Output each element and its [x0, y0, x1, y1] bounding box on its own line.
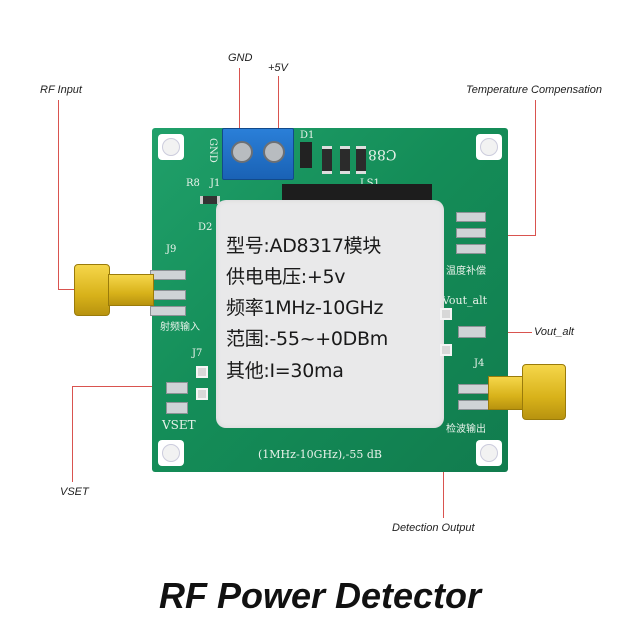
spec-other: 其他:I=30ma [226, 360, 344, 382]
silk-j1: J1 [210, 178, 221, 189]
temp-comp-pad [456, 212, 486, 222]
header-pin [150, 290, 186, 300]
page-title: RF Power Detector [158, 575, 482, 616]
temp-comp-pad [456, 228, 486, 238]
silk-ls1: LS1 [360, 178, 380, 189]
vset-pad [166, 402, 188, 414]
silk-j7: J7 [192, 348, 203, 359]
header-pin [150, 270, 186, 280]
silk-gnd: GND [207, 138, 218, 163]
silk-temp-cn: 温度补偿 [446, 266, 486, 277]
vout-alt-pad [458, 326, 486, 338]
silk-vout-alt: Vout_alt [442, 294, 488, 307]
leader-rf-input [58, 100, 59, 290]
leader-vset-h [72, 386, 168, 387]
vout-alt-pad [440, 308, 452, 320]
screw-icon [231, 141, 253, 163]
callout-detection-output: Detection Output [392, 522, 475, 534]
leader-gnd [239, 68, 240, 152]
leader-plus5v [278, 76, 279, 156]
silk-j9: J9 [166, 244, 177, 255]
silk-j4: J4 [474, 358, 485, 369]
sma-barrel [488, 376, 524, 410]
screw-icon [263, 141, 285, 163]
spec-label-card [216, 200, 444, 428]
vset-pad [166, 382, 188, 394]
leader-vset-v [72, 386, 73, 482]
smd-component [200, 196, 220, 204]
spec-model: 型号:AD8317模块 [226, 235, 382, 257]
header-pin [150, 306, 186, 316]
smd-component [322, 146, 332, 174]
callout-plus5v: +5V [268, 62, 288, 74]
spec-frequency: 频率1MHz-10GHz [226, 297, 384, 319]
callout-temperature-compensation: Temperature Compensation [466, 84, 602, 96]
mount-hole-bl [158, 440, 184, 466]
silk-rf-in-cn: 射频输入 [160, 322, 200, 333]
sma-barrel [108, 274, 154, 306]
callout-gnd: GND [228, 52, 253, 64]
mount-hole-br [476, 440, 502, 466]
test-pad [196, 388, 208, 400]
ic-chip [282, 184, 432, 200]
silk-d2: D2 [198, 222, 213, 233]
leader-temp-v [535, 100, 536, 236]
smd-component [356, 146, 366, 174]
test-pad [196, 366, 208, 378]
silk-c-code: C88 [368, 146, 397, 162]
vout-alt-pad [440, 344, 452, 356]
spec-supply-voltage: 供电电压:+5v [226, 266, 346, 288]
mount-hole-tl [158, 134, 184, 160]
callout-vset: VSET [60, 486, 89, 498]
callout-vout-alt: Vout_alt [534, 326, 574, 338]
silk-r8: R8 [186, 178, 200, 189]
screw-terminal [222, 128, 294, 180]
silk-vset: VSET [162, 418, 196, 432]
sma-nut [74, 264, 110, 316]
smd-component [340, 146, 350, 174]
callout-rf-input: RF Input [40, 84, 82, 96]
spec-range: 范围:-55~+0DBm [226, 328, 388, 350]
sma-nut [522, 364, 566, 420]
silk-det-cn: 检波输出 [446, 424, 486, 435]
mount-hole-tr [476, 134, 502, 160]
temp-comp-pad [456, 244, 486, 254]
silk-range: (1MHz-10GHz),-55 dB [258, 448, 382, 461]
smd-component [300, 142, 312, 168]
silk-d1: D1 [300, 130, 315, 141]
